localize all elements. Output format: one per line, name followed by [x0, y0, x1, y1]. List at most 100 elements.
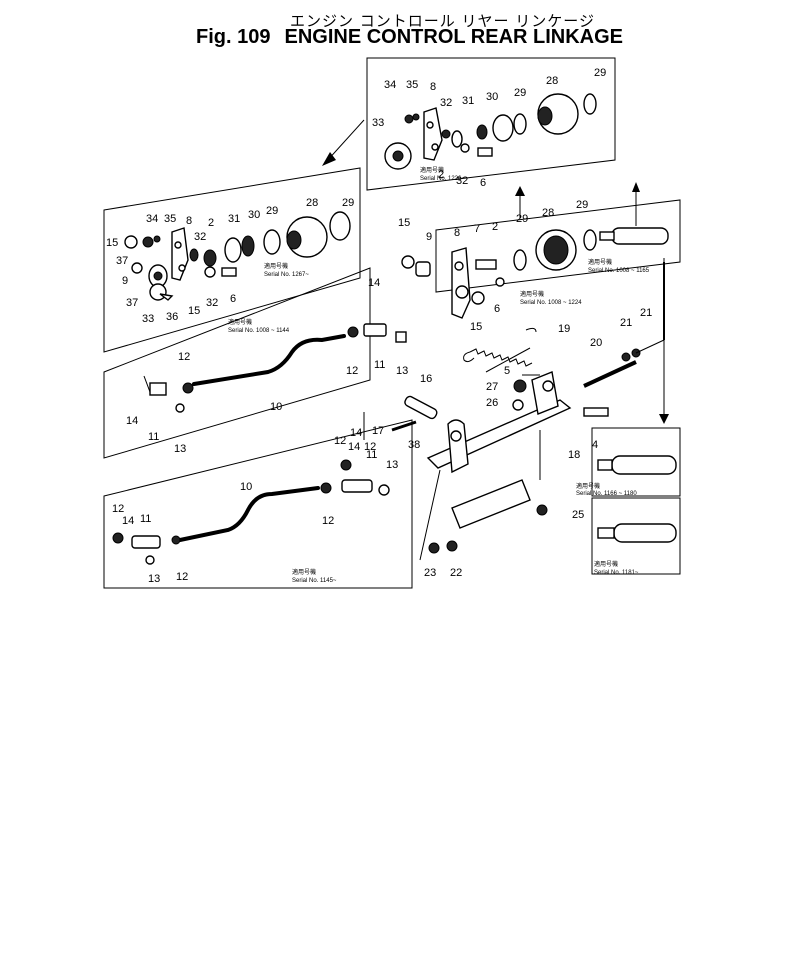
callout-label: 28: [546, 75, 558, 87]
lower-rod-assembly: [112, 459, 390, 565]
callout-label: 10: [240, 481, 252, 493]
top-detail-parts: [384, 93, 597, 170]
callout-label: 11: [366, 449, 377, 461]
callout-label: 35: [164, 213, 176, 225]
upper-rod-assembly: [143, 323, 407, 413]
callout-label: 29: [516, 213, 528, 225]
arrow-head-top: [322, 152, 336, 166]
cylinder-frame-a: [591, 427, 681, 497]
callout-label: 6: [494, 303, 500, 315]
callout-label: 20: [590, 337, 602, 349]
callout-label: 9: [122, 275, 128, 287]
callout-label: 21: [640, 307, 652, 319]
callout-label: 4: [592, 439, 598, 451]
callout-label: 33: [142, 313, 154, 325]
arrow-head-down: [659, 414, 669, 424]
arrow-head-right: [632, 182, 640, 192]
callout-label: 34: [146, 213, 158, 225]
callout-label: 15: [106, 237, 118, 249]
callout-label: 30: [486, 91, 498, 103]
callout-label: 32: [206, 297, 218, 309]
center-detail-parts: [401, 229, 597, 319]
callout-label: 13: [396, 365, 408, 377]
callout-label: 15: [470, 321, 482, 333]
callout-label: 6: [480, 177, 486, 189]
callout-label: 25: [572, 509, 584, 521]
callout-label: 6: [230, 293, 236, 305]
callout-label: 12: [176, 571, 188, 583]
callout-label: 12: [112, 503, 124, 515]
callout-label: 17: [372, 425, 384, 437]
callout-label: 26: [486, 397, 498, 409]
callout-label: 32: [456, 175, 468, 187]
applicability-mark: 適用号機: [576, 482, 600, 490]
callout-label: 37: [116, 255, 128, 267]
callout-label: 7: [474, 223, 480, 235]
applicability-mark: 適用号機: [420, 166, 444, 174]
callout-label: 32: [440, 97, 452, 109]
applicability-mark: 適用号機: [520, 290, 544, 298]
callout-label: 12: [346, 365, 358, 377]
applicability-mark: 適用号機: [588, 258, 612, 266]
callout-label: 12: [322, 515, 334, 527]
figure-name: ENGINE CONTROL REAR LINKAGE: [284, 26, 624, 48]
serial-lower-1145: Serial No. 1145~: [292, 578, 337, 584]
lower-rod-frame: [103, 419, 413, 589]
right-cylinders: [597, 227, 677, 543]
callout-label: 8: [430, 81, 436, 93]
callout-label: 14: [348, 441, 360, 453]
center-detail-frame: [435, 199, 681, 293]
callout-label: 34: [384, 79, 396, 91]
figure-title: Fig. 109 ENGINE CONTROL REAR LINKAGE: [196, 26, 637, 49]
serial-notes: 適用号機 Serial No. 1226~ 適用号機 Serial No. 12…: [228, 166, 650, 584]
callout-label: 19: [558, 323, 570, 335]
callout-label: 14: [368, 277, 380, 289]
callout-label: 15: [188, 305, 200, 317]
applicability-mark: 適用号機: [228, 318, 252, 326]
serial-rod-1144: Serial No. 1008 ~ 1144: [228, 328, 290, 334]
serial-right-1181: Serial No. 1181~: [594, 570, 639, 576]
callout-label: 28: [306, 197, 318, 209]
callout-label: 2: [438, 169, 444, 181]
callout-label: 23: [424, 567, 436, 579]
callout-label: 29: [594, 67, 606, 79]
figure-number: Fig. 109: [196, 26, 271, 48]
callout-label: 11: [374, 359, 385, 371]
callout-label: 22: [450, 567, 462, 579]
callout-label: 13: [174, 443, 186, 455]
callout-label: 31: [462, 95, 474, 107]
arrow-line-top: [325, 119, 365, 163]
callout-label: 30: [248, 209, 260, 221]
callout-label: 38: [408, 439, 420, 451]
callout-label: 16: [420, 373, 432, 385]
callout-label: 8: [454, 227, 460, 239]
part-callouts: 34 35 8 32 31 30 29 28 29 33 2 32 6 34 3…: [106, 67, 652, 585]
callout-label: 10: [270, 401, 282, 413]
cylinder-frame-b: [591, 497, 681, 575]
callout-label: 33: [372, 117, 384, 129]
callout-label: 12: [364, 441, 376, 453]
arrow-head-center: [515, 186, 525, 196]
applicability-mark: 適用号機: [594, 560, 618, 568]
applicability-mark: 適用号機: [292, 568, 316, 576]
callout-label: 15: [398, 217, 410, 229]
serial-top-box: Serial No. 1226~: [420, 176, 465, 182]
callout-label: 29: [576, 199, 588, 211]
callout-label: 2: [492, 221, 498, 233]
callout-label: 35: [406, 79, 418, 91]
callout-label: 28: [542, 207, 554, 219]
callout-label: 29: [266, 205, 278, 217]
callout-label: 13: [148, 573, 160, 585]
callout-label: 27: [486, 381, 498, 393]
callout-label: 5: [504, 365, 510, 377]
serial-left-box: Serial No. 1267~: [264, 272, 309, 278]
callout-label: 14: [126, 415, 138, 427]
callout-label: 13: [386, 459, 398, 471]
callout-label: 21: [620, 317, 632, 329]
callout-label: 2: [208, 217, 214, 229]
japanese-title: エンジン コントロール リヤー リンケージ: [290, 12, 596, 30]
callout-label: 8: [186, 215, 192, 227]
callout-label: 31: [228, 213, 240, 225]
